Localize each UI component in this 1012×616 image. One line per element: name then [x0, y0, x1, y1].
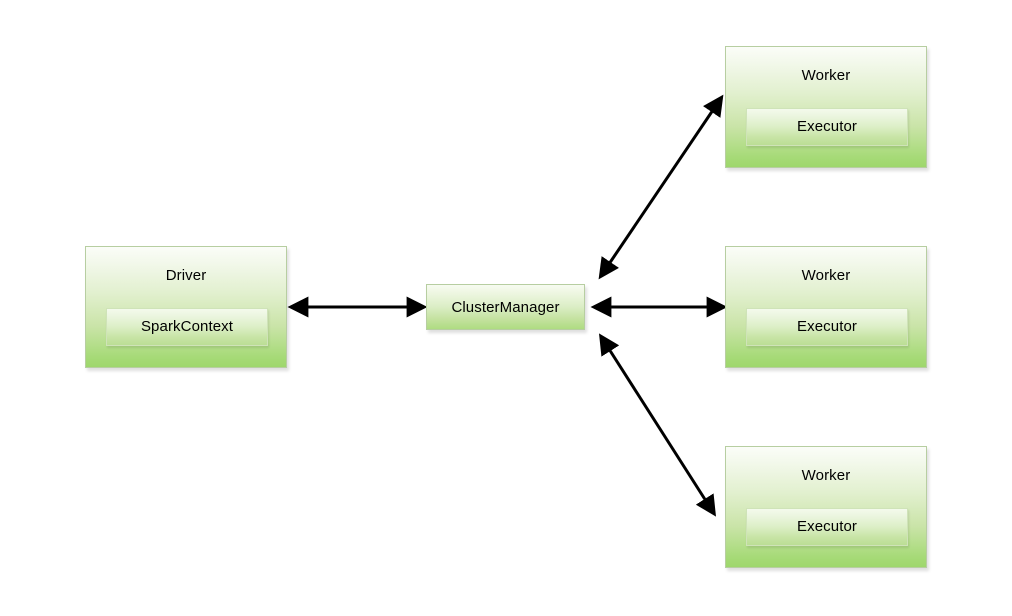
sparkcontext-label: SparkContext — [140, 318, 234, 335]
arrow-clustermanager-worker-bottom — [598, 333, 717, 517]
worker-label-3: Worker — [801, 467, 851, 484]
sparkcontext-node[interactable]: SparkContext — [106, 308, 268, 346]
executor-label-1: Executor — [797, 118, 857, 135]
driver-label: Driver — [165, 267, 207, 284]
executor-node-1[interactable]: Executor — [746, 108, 908, 146]
worker-label-1: Worker — [801, 67, 851, 84]
executor-label-3: Executor — [797, 518, 857, 535]
worker-node-3[interactable]: Worker Executor — [725, 446, 927, 568]
worker-node-1[interactable]: Worker Executor — [725, 46, 927, 168]
clustermanager-label: ClusterManager — [451, 299, 560, 316]
driver-node[interactable]: Driver SparkContext — [85, 246, 287, 368]
arrow-clustermanager-worker-top — [598, 94, 724, 280]
worker-node-2[interactable]: Worker Executor — [725, 246, 927, 368]
worker-label-2: Worker — [801, 267, 851, 284]
executor-node-2[interactable]: Executor — [746, 308, 908, 346]
executor-label-2: Executor — [797, 318, 857, 335]
executor-node-3[interactable]: Executor — [746, 508, 908, 546]
clustermanager-node[interactable]: ClusterManager — [426, 284, 585, 330]
